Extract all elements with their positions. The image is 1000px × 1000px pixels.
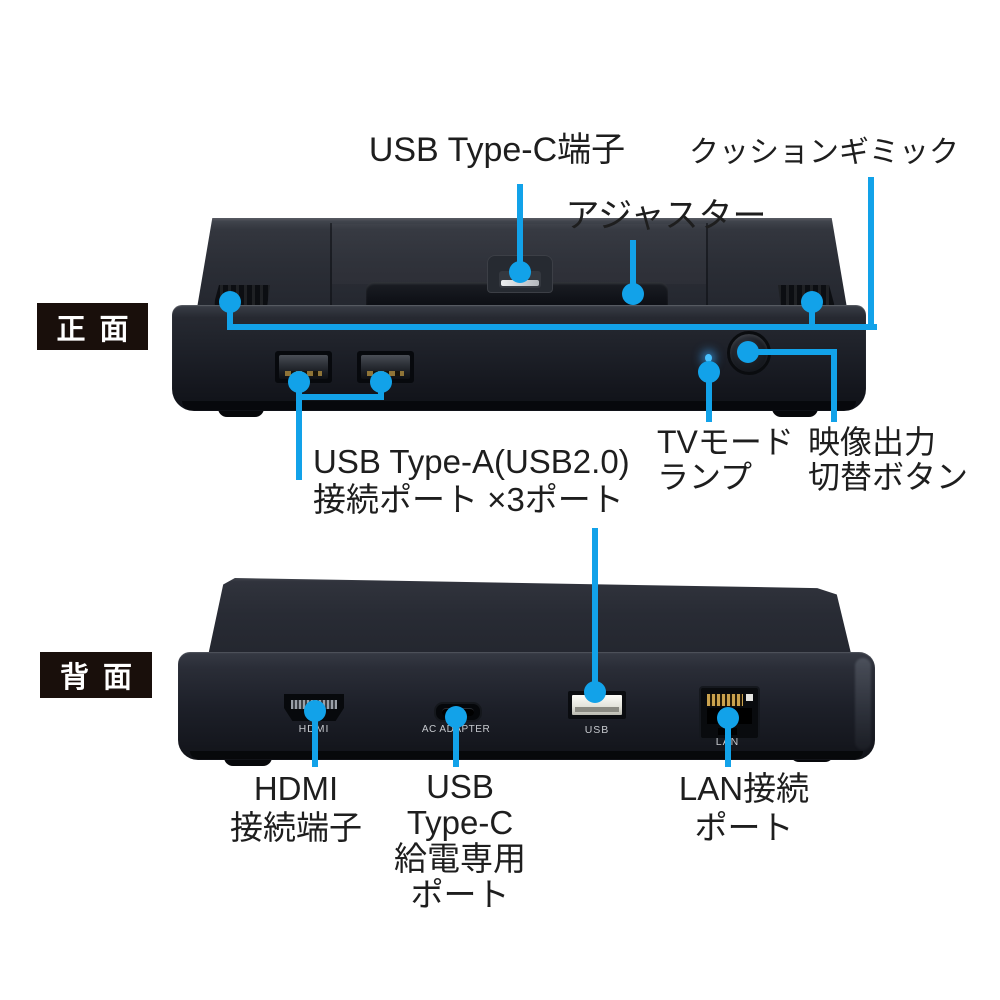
label-usb-type-a-line1: USB Type-A(USB2.0) — [313, 443, 630, 480]
callout-vline-usb-a — [296, 394, 302, 480]
rear-usb-port — [568, 691, 626, 719]
back-dock-body — [178, 652, 875, 760]
back-body-bottom-strip — [190, 751, 863, 759]
rear-usb-port-slot — [575, 707, 619, 712]
label-video-output-button-line2: 切替ボタン — [808, 459, 969, 495]
callout-dot-usb-type-c — [509, 261, 531, 283]
callout-line-tv-lamp — [706, 372, 712, 422]
label-video-output-button: 映像出力 切替ボタン — [808, 425, 968, 495]
label-usb-type-c-power: USB Type-C 給電専用 ポート — [360, 769, 560, 913]
callout-stub-usb-a-1 — [296, 382, 302, 400]
callout-stub-cushion-left — [227, 302, 233, 330]
label-cushion: クッションギミック — [689, 136, 959, 169]
lan-port-pins — [707, 694, 743, 706]
label-tv-mode-lamp-line1: TVモード — [657, 424, 794, 460]
usb-type-c-connector-contact — [501, 280, 539, 286]
front-view-tag-text: 正面 — [56, 313, 143, 346]
rear-usb-port-inner — [572, 695, 622, 715]
label-adjuster: アジャスター — [565, 197, 767, 235]
front-view-tag: 正面 — [37, 303, 148, 350]
label-hdmi-line1: HDMI — [253, 770, 339, 807]
callout-line-ac-adapter — [453, 717, 459, 767]
callout-line-lan — [725, 718, 731, 767]
callout-stub-cushion-right — [809, 302, 815, 330]
cradle-panel-seam-right — [706, 223, 708, 311]
callout-line-adjuster — [630, 240, 636, 298]
label-lan-line2: ポート — [694, 809, 794, 846]
label-lan: LAN接続 ポート — [644, 769, 844, 847]
label-usb-type-c-power-line1: USB — [426, 768, 494, 805]
lan-port-led-window — [746, 694, 753, 701]
label-usb-type-a-line2: 接続ポート ×3ポート — [313, 481, 624, 518]
label-usb-type-c-power-line3: 給電専用 — [394, 840, 526, 877]
cradle-panel-seam-left — [330, 223, 332, 311]
callout-stub-usb-a-2 — [378, 382, 384, 400]
callout-line-usb-type-c — [517, 184, 523, 276]
callout-vline-cushion — [868, 177, 874, 330]
back-view-tag-text: 背面 — [59, 662, 146, 694]
callout-line-hdmi — [312, 711, 318, 767]
tv-mode-led — [705, 354, 712, 362]
label-usb-type-c: USB Type-C端子 — [368, 131, 626, 169]
callout-hline-usb-a — [296, 394, 384, 400]
label-lan-line1: LAN接続 — [678, 770, 810, 807]
back-body-right-highlight — [855, 658, 871, 750]
callout-hline-cushion — [227, 324, 877, 330]
rear-usb-port-print: USB — [584, 724, 610, 736]
callout-vline-usb-third-port — [592, 528, 598, 688]
label-video-output-button-line1: 映像出力 — [808, 424, 937, 460]
label-hdmi-line2: 接続端子 — [230, 809, 362, 846]
label-tv-mode-lamp-line2: ランプ — [657, 459, 753, 495]
label-usb-type-a: USB Type-A(USB2.0) 接続ポート ×3ポート — [313, 443, 630, 519]
callout-vline-video-button — [831, 349, 837, 422]
callout-dot-usb-third-port — [584, 681, 606, 703]
label-usb-type-c-power-line2: Type-C — [406, 804, 514, 841]
label-hdmi: HDMI 接続端子 — [196, 769, 396, 847]
front-body-bottom-strip — [182, 401, 856, 410]
callout-hline-video-button — [748, 349, 837, 355]
callout-dot-adjuster — [622, 283, 644, 305]
back-view-tag: 背面 — [40, 652, 152, 698]
label-tv-mode-lamp: TVモード ランプ — [657, 425, 794, 495]
label-usb-type-c-power-line4: ポート — [410, 876, 510, 913]
